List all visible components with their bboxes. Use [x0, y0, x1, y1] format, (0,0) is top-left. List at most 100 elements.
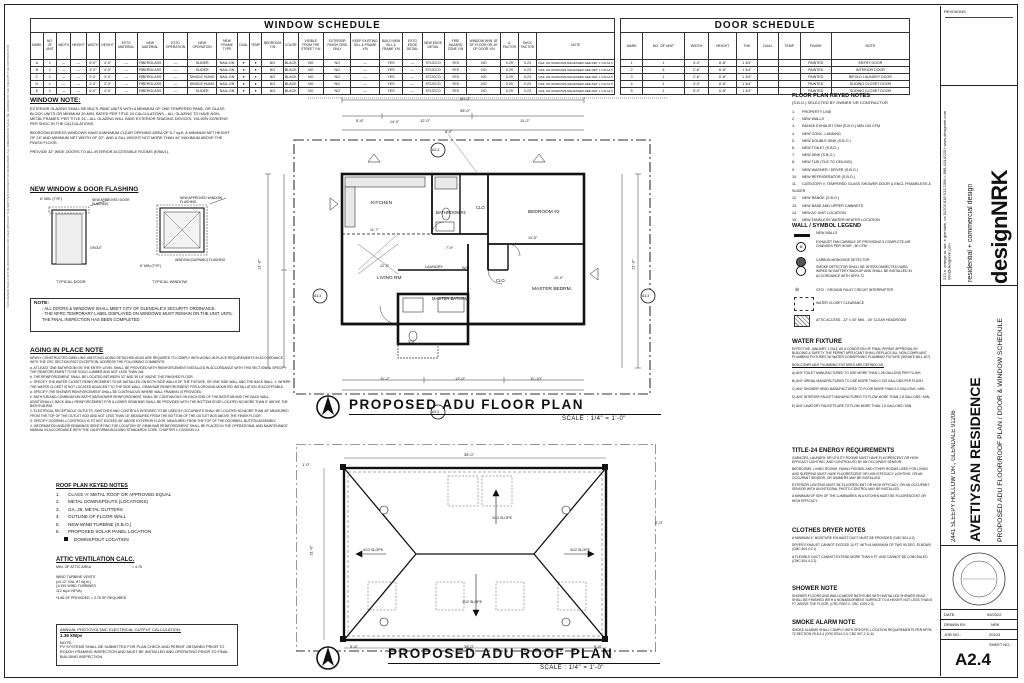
door-schedule-header: NOTE — [830, 32, 911, 60]
roof-note-item: 6.PROPOSED SOLAR PANEL LOCATION — [56, 529, 152, 535]
room-bathroom-2: BATHROOM #2 — [436, 210, 466, 215]
door-leaf-shape — [55, 213, 83, 265]
pv-calc-box: ANNUAL PHOTOVOLTAIC ELECTRICAL OUTPUT CA… — [56, 624, 238, 666]
gfci-icon: ⊖ — [795, 287, 800, 293]
roof-outline — [342, 466, 608, 642]
dim-bottom-c: 11'-10" — [530, 376, 543, 381]
keyed-note-item: 6.NEW TOILET (S.B.O.) — [792, 146, 839, 151]
side-margin-text: THIS DESIGN SHALL NOT BE REPRODUCED OR U… — [6, 44, 10, 308]
roof-note-item: 5.NEW WIND TURBINE (S.B.O.) — [56, 521, 132, 527]
aging-notes-heading: AGING IN PLACE NOTE — [30, 347, 104, 354]
room-laundry: LAUNDRY — [425, 265, 444, 269]
roof-slope-north: 4/12 SLOPE — [492, 516, 512, 520]
keyed-note-item: 10.NEW REFRIGERATOR (S.B.O.) — [792, 174, 855, 179]
window-schedule-header: WIDTH — [56, 32, 72, 60]
roof-slope-east: 4/12 SLOPE — [570, 548, 590, 552]
keyed-note-item: 1.PROPERTY LINE — [792, 110, 832, 114]
title-block: REVISIONS designNRK residential + commer… — [940, 6, 1017, 676]
room-bedroom-2: BEDROOM #2 — [528, 210, 560, 215]
door-schedule-header: HEIGHT — [708, 32, 737, 60]
flashing-drawing — [48, 197, 227, 265]
window-note-heading: WINDOW NOTE: — [30, 97, 81, 104]
flashing-heading: NEW WINDOW & DOOR FLASHING — [30, 186, 139, 193]
window-schedule-header: KEEP EXISTING SILL & FRAME Y/N — [350, 32, 380, 60]
dim-d7: 14'-0" — [390, 120, 400, 124]
window-note-p3: PROVIDE 32" WIDE DOORS TO ALL INTERIOR A… — [30, 150, 170, 154]
window-schedule-header: NEW FRAME TYPE — [215, 32, 239, 60]
keyed-note-item: 7.NEW SINK (S.B.O.) — [792, 153, 835, 158]
keyed-notes-heading: FLOOR PLAN KEYED NOTES — [792, 93, 871, 99]
window-frame-shape — [159, 207, 205, 253]
flashing-note-1: 6" MIN. (TYP.) — [40, 197, 63, 201]
window-schedule-header: NO. OF UNIT — [42, 32, 58, 60]
window-schedule-header: BEDROOM Y/N — [261, 32, 284, 60]
roof-note-item: 3.GA. 26, METAL GUTTERS — [56, 506, 123, 512]
property-line — [293, 139, 651, 395]
security-note-box: NOTE: - ALL DOORS & WINDOWS SHALL MEET C… — [30, 298, 240, 332]
north-arrow-roof — [316, 646, 340, 670]
wind-turbine-1 — [379, 505, 389, 515]
aging-note-line: c. SPECIFY THE WATER CLOSET REINFORCEMEN… — [30, 380, 291, 389]
floor-plan-title-rule — [349, 414, 661, 415]
door-schedule-title: DOOR SCHEDULE — [620, 18, 910, 32]
roof-dim-right: 2'-0" — [655, 520, 663, 525]
room-closet-2: CLO. — [496, 278, 506, 283]
date-value: 09/2022 — [987, 612, 1002, 617]
legend-heading: WALL / SYMBOL LEGEND — [792, 223, 862, 229]
architect-seal — [952, 552, 1006, 606]
dim-left: 21'-0" — [256, 259, 262, 270]
roof-dim-bottom-c: 5'-6" — [594, 644, 602, 649]
dim-top-c: 11'-2" — [520, 118, 530, 123]
note-box-item-1: - ALL DOORS & WINDOWS SHALL MEET CITY OF… — [42, 306, 216, 311]
water-fixture-notes: WATER FIXTURE EFFECTIVE JANUARY 1 2014, … — [792, 338, 931, 408]
solar-panel-1 — [447, 475, 479, 507]
roof-plan-title: PROPOSED ADU ROOF PLAN — [388, 646, 614, 661]
roof-property-line — [296, 444, 656, 652]
sheet-border — [4, 4, 1018, 678]
door-schedule-header: MARK — [619, 32, 644, 60]
attic-calc-heading: ATTIC VENTILATION CALC. — [56, 557, 135, 563]
floor-plan-drawing — [265, 97, 668, 420]
legend-wall-swatch — [794, 234, 810, 237]
floor-plan-title: PROPOSED ADU FLOOR PLAN — [349, 397, 585, 412]
window-schedule-header: U-FACTOR — [500, 32, 519, 60]
dim-bottom-b: 12'-0" — [455, 376, 466, 381]
dim-overall-top: 35'-0" — [460, 108, 471, 113]
window-schedule-header: VISIBLE FROM THE STREET Y/N — [297, 32, 324, 60]
window-schedule-header: EXTG MATERIAL — [114, 32, 138, 60]
keyed-note-item: 14.NEW AC UNIT LOCATION — [792, 210, 846, 215]
keyed-note-item: 2.NEW WALLS — [792, 117, 824, 122]
flashing-note-5: WINDOW (DURNING) FLASHING — [175, 258, 226, 262]
door-schedule-header: TEMP — [777, 32, 801, 60]
keyed-note-item: 13.NEW BASE AND UPPER CABINETS — [792, 203, 864, 208]
dim-d2: 13'-5" — [528, 236, 538, 240]
floor-plan-scale: SCALE : 1/4" = 1'-0" — [562, 416, 626, 422]
floor-plan-keyed-notes: FLOOR PLAN KEYED NOTES (S.B.O.) SELECTED… — [792, 93, 932, 224]
building-walls — [340, 172, 586, 326]
window-note-p2: BEDROOM EGRESS WINDOWS HAVE A MINIMUM CL… — [30, 131, 230, 145]
roof-dim-bottom-b: 38'-0" — [464, 644, 475, 649]
wind-turbine-2 — [561, 505, 571, 515]
door-schedule-header: NO. OF UNIT — [642, 32, 685, 60]
dim-bottom-a: 11'-2" — [380, 376, 390, 381]
note-box-heading: NOTE: — [34, 301, 49, 306]
dim-d6: 3'-0" — [408, 340, 416, 344]
roof-dim-top: 35'-0" — [464, 452, 475, 457]
roof-dim-overhang: 1'-0" — [302, 462, 310, 467]
window-schedule-header: NEW MATERIAL — [136, 32, 164, 60]
aging-note-line: e. BATHTUB AND COMBINATION BATHTUB/SHOWE… — [30, 395, 288, 408]
window-schedule-header: BUILD NEW SILL & FRAME Y/N — [378, 32, 404, 60]
drawn-by-value: NRK — [991, 622, 1000, 627]
door-schedule-header: DUAL — [756, 32, 779, 60]
window-schedule-header: EXTG EDGE DETAIL — [402, 32, 423, 60]
firm-cell: designNRK residential + commercial desig… — [941, 86, 1017, 286]
room-master-bedroom: MASTER BEDRM. — [532, 287, 572, 292]
